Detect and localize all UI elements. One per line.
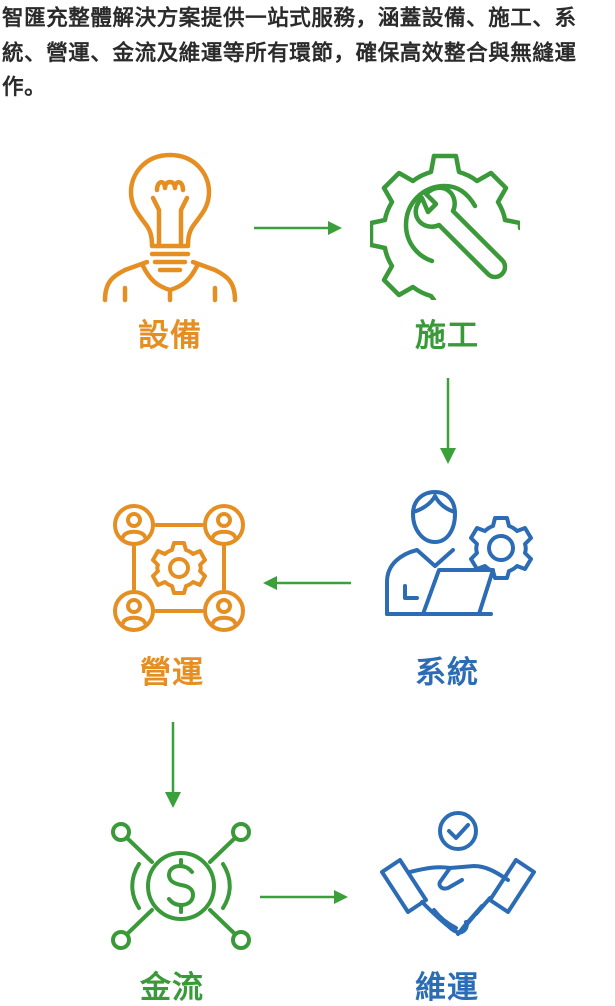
flow-arrow-down xyxy=(440,378,456,464)
lightbulb-person-icon xyxy=(102,152,238,303)
step-payment xyxy=(85,820,265,950)
step-label-payment: 金流 xyxy=(140,970,204,1006)
step-label-system: 系統 xyxy=(415,655,479,691)
step-label-operation: 營運 xyxy=(140,655,204,691)
step-label-maintenance: 維運 xyxy=(415,970,479,1006)
intro-paragraph: 智匯充整體解決方案提供一站式服務，涵蓋設備、施工、系統、營運、金流及維運等所有環… xyxy=(2,6,577,100)
step-label-equipment: 設備 xyxy=(138,318,202,354)
flow-arrow-right xyxy=(254,221,342,235)
gear-wrench-icon xyxy=(370,153,520,300)
person-laptop-gear-icon xyxy=(385,490,533,616)
step-construction xyxy=(355,150,535,300)
handshake-check-icon xyxy=(380,811,536,936)
dollar-network-icon xyxy=(110,822,251,950)
step-maintenance xyxy=(368,810,548,950)
flow-arrow-down-2 xyxy=(165,722,181,808)
step-label-construction: 施工 xyxy=(415,318,479,354)
step-equipment xyxy=(80,150,260,305)
flow-arrow-right-2 xyxy=(260,890,348,904)
flow-arrow-left xyxy=(263,576,351,590)
step-system xyxy=(368,488,548,623)
step-operation xyxy=(85,503,265,633)
network-gear-people-icon xyxy=(113,504,245,632)
